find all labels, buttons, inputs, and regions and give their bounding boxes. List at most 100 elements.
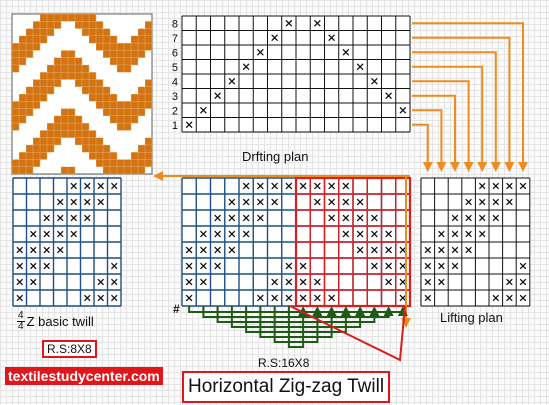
fabric-cell bbox=[103, 28, 111, 37]
fabric-cell bbox=[96, 94, 104, 102]
fabric-cell bbox=[131, 43, 139, 51]
fabric-cell bbox=[75, 115, 83, 124]
basic-twill-grid bbox=[12, 177, 122, 307]
repeat-connector-arrow bbox=[230, 306, 366, 328]
design-mark bbox=[285, 262, 293, 270]
fabric-cell bbox=[131, 159, 139, 167]
fabric-cell bbox=[117, 115, 125, 124]
shaft-connector-arrow bbox=[412, 94, 460, 172]
design-mark bbox=[228, 214, 236, 222]
lifting-mark bbox=[451, 246, 459, 254]
drafting-mark bbox=[185, 121, 193, 128]
fabric-cell bbox=[68, 115, 76, 124]
fabric-cell bbox=[96, 86, 104, 95]
fabric-cell bbox=[103, 43, 111, 51]
basic-mark bbox=[97, 198, 104, 206]
fabric-cell bbox=[89, 79, 97, 87]
fabric-cell bbox=[145, 79, 153, 87]
fabric-cell bbox=[75, 57, 83, 66]
fabric-cell bbox=[54, 130, 62, 138]
fabric-cell bbox=[68, 50, 76, 58]
drafting-mark bbox=[342, 49, 350, 56]
fabric-cell bbox=[19, 50, 27, 58]
fabric-cell bbox=[40, 152, 48, 160]
fabric-cell bbox=[12, 64, 20, 73]
fabric-cell bbox=[68, 123, 76, 131]
fabric-cell bbox=[47, 86, 55, 95]
fabric-cell bbox=[96, 43, 104, 51]
design-mark bbox=[214, 230, 221, 238]
design-grid bbox=[181, 176, 412, 308]
fabric-cell bbox=[61, 108, 69, 117]
lifting-mark bbox=[506, 198, 513, 206]
fabric-cell bbox=[82, 130, 90, 138]
design-mark bbox=[371, 214, 378, 222]
fabric-cell bbox=[103, 144, 111, 153]
fabric-cell bbox=[47, 144, 55, 153]
fabric-cell bbox=[47, 21, 55, 29]
fabric-cell bbox=[110, 94, 118, 102]
design-mark bbox=[399, 278, 407, 286]
design-mark bbox=[299, 182, 307, 190]
fabric-cell bbox=[103, 50, 111, 58]
design-reverse-block bbox=[294, 176, 412, 308]
fabric-cell bbox=[110, 115, 118, 124]
fabric-cell bbox=[19, 152, 27, 160]
basic-mark bbox=[111, 278, 118, 286]
lifting-mark bbox=[506, 278, 513, 286]
fabric-cell bbox=[124, 43, 132, 51]
fabric-cell bbox=[124, 159, 132, 167]
design-mark bbox=[299, 294, 307, 302]
fabric-cell bbox=[40, 86, 48, 95]
basic-mark bbox=[70, 230, 77, 238]
twill-fraction: 4 4 bbox=[17, 311, 25, 332]
reverse-repeat-connectors bbox=[188, 305, 408, 362]
fabric-cell bbox=[131, 101, 139, 109]
fabric-cell bbox=[26, 108, 34, 117]
fabric-cell bbox=[47, 28, 55, 37]
fabric-cell bbox=[124, 108, 132, 117]
fabric-cell bbox=[103, 152, 111, 160]
lifting-plan-label: Lifting plan bbox=[440, 310, 503, 325]
fabric-cell bbox=[145, 28, 153, 37]
repeat-connector-arrow bbox=[216, 306, 380, 323]
fabric-simulation bbox=[11, 13, 153, 175]
fabric-cell bbox=[82, 64, 90, 73]
basic-mark bbox=[30, 246, 37, 254]
drafting-mark bbox=[328, 34, 335, 41]
fabric-cell bbox=[47, 123, 55, 131]
fabric-cell bbox=[89, 144, 97, 153]
fabric-cell bbox=[12, 101, 20, 109]
basic-mark bbox=[43, 230, 50, 238]
fabric-cell bbox=[68, 108, 76, 117]
design-mark bbox=[242, 182, 250, 190]
reverse-indicator bbox=[289, 305, 406, 362]
repeat-connector-arrow bbox=[188, 306, 408, 316]
fabric-cell bbox=[138, 50, 146, 58]
lifting-mark bbox=[492, 182, 499, 190]
fabric-cell bbox=[47, 64, 55, 73]
drafting-row-number: 7 bbox=[172, 33, 178, 45]
fabric-cell bbox=[138, 86, 146, 95]
fabric-cell bbox=[12, 159, 20, 167]
shaft-connector-arrow bbox=[412, 123, 433, 172]
fabric-cell bbox=[40, 28, 48, 37]
design-mark bbox=[328, 198, 335, 206]
fabric-cell bbox=[40, 137, 48, 146]
fabric-cell bbox=[110, 50, 118, 58]
fabric-cell bbox=[54, 115, 62, 124]
fabric-cell bbox=[124, 115, 132, 124]
fabric-cell bbox=[124, 57, 132, 66]
design-mark bbox=[356, 214, 364, 222]
fabric-cell bbox=[145, 43, 153, 51]
repeat-connector-arrow bbox=[287, 306, 309, 348]
fabric-cell bbox=[89, 72, 97, 80]
fabric-cell bbox=[33, 144, 41, 153]
design-mark bbox=[328, 294, 335, 302]
fabric-cell bbox=[75, 79, 83, 87]
fabric-cell bbox=[68, 130, 76, 138]
basic-mark bbox=[57, 246, 64, 254]
fabric-cell bbox=[33, 86, 41, 95]
fabric-cell bbox=[145, 86, 153, 95]
fabric-cell bbox=[117, 159, 125, 167]
